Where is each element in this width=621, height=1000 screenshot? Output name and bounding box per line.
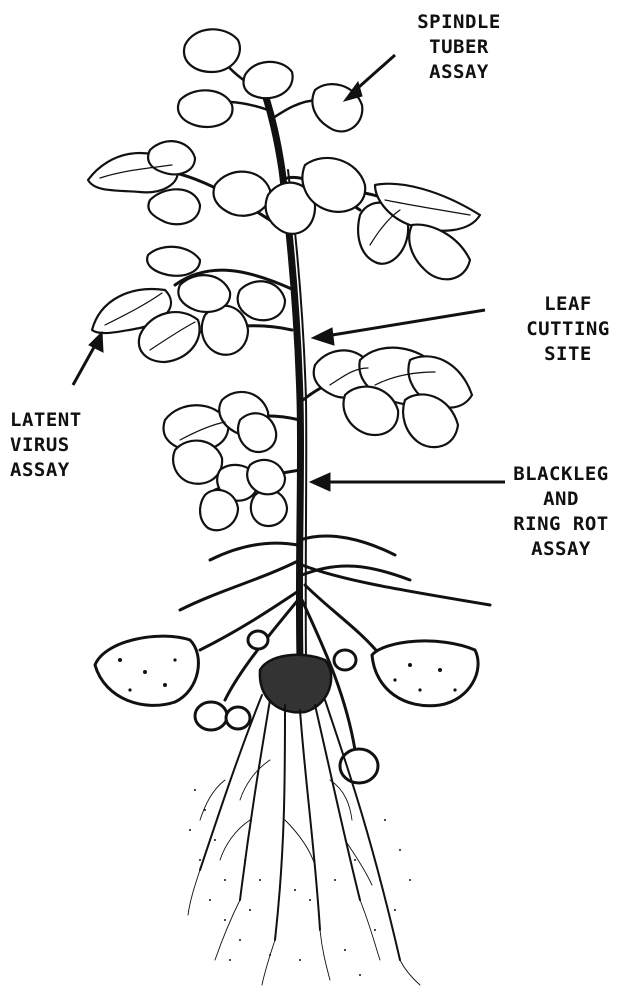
blackleg-arrow (310, 473, 505, 491)
label-line: ASSAY (10, 458, 100, 483)
main-stem (258, 75, 301, 660)
label-line: SPINDLE (404, 10, 514, 35)
label-line: VIRUS (10, 433, 100, 458)
leaves (88, 29, 480, 530)
latent-virus-arrow (73, 332, 103, 385)
label-line: LATENT (10, 408, 100, 433)
tuber-small-2 (226, 707, 250, 729)
label-line: LEAF (518, 292, 618, 317)
leaf-cutting-arrow (312, 310, 485, 345)
label-line: SITE (518, 342, 618, 367)
roots (200, 695, 400, 960)
spindle-tuber-assay-label: SPINDLE TUBER ASSAY (404, 10, 514, 85)
label-line: ASSAY (404, 60, 514, 85)
label-line: TUBER (404, 35, 514, 60)
tuber-small-4 (248, 631, 268, 649)
tuber-right (372, 641, 478, 706)
leaf-cutting-site-label: LEAF CUTTING SITE (518, 292, 618, 367)
latent-virus-assay-label: LATENT VIRUS ASSAY (10, 408, 100, 483)
spindle-tuber-arrow (344, 55, 395, 101)
seed-piece (260, 655, 331, 713)
root-hair-stipple (189, 789, 411, 976)
label-line: BLACKLEG (505, 462, 617, 487)
tuber-left (95, 636, 198, 705)
label-line: RING ROT (505, 512, 617, 537)
tuber-small-1 (195, 702, 227, 730)
tuber-small-5 (334, 650, 356, 670)
blackleg-ring-rot-assay-label: BLACKLEG AND RING ROT ASSAY (505, 462, 617, 562)
label-line: ASSAY (505, 537, 617, 562)
label-line: AND (505, 487, 617, 512)
tuber-small-3 (340, 749, 378, 783)
label-line: CUTTING (518, 317, 618, 342)
